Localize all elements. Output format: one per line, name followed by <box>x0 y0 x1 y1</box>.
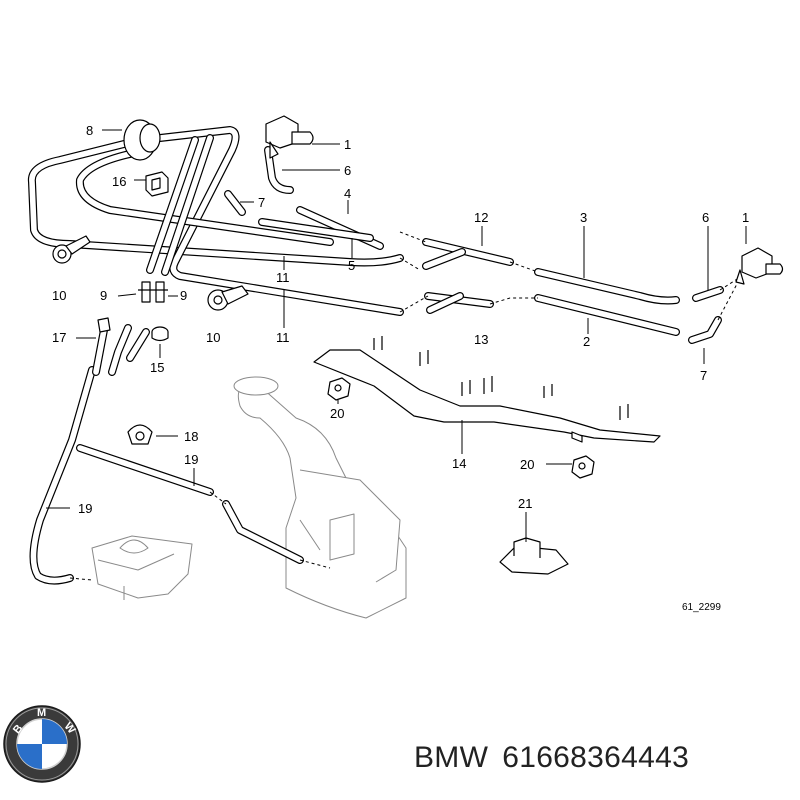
callout-7-top: 7 <box>258 195 265 210</box>
grommet-part-8 <box>123 119 161 161</box>
headlight-washer-bracket <box>91 535 193 600</box>
callout-16: 16 <box>112 174 126 189</box>
callout-1-right: 1 <box>742 210 749 225</box>
callout-10-right: 10 <box>206 330 220 345</box>
callout-19-mid: 19 <box>184 452 198 467</box>
brand-name: BMW <box>414 741 489 774</box>
callout-11-top: 11 <box>276 270 290 285</box>
washer-reservoir <box>233 376 407 619</box>
bracket-part-14 <box>313 336 661 443</box>
clip-part-16 <box>145 171 169 197</box>
callout-12: 12 <box>474 210 488 225</box>
bmw-logo: B M W <box>3 705 81 783</box>
callout-2: 2 <box>583 334 590 349</box>
grommet-part-21 <box>499 537 569 575</box>
callout-13: 13 <box>474 332 488 347</box>
footer-part-caption: BMW 61668364443 <box>414 741 689 775</box>
callout-1-top: 1 <box>344 137 351 152</box>
callout-15: 15 <box>150 360 164 375</box>
callout-20-right: 20 <box>520 457 534 472</box>
connector-part-9-pair <box>138 281 168 303</box>
callout-6-right: 6 <box>702 210 709 225</box>
connection-lines <box>69 231 743 581</box>
plug-part-18 <box>127 424 153 445</box>
logo-letter-m: M <box>37 707 46 719</box>
nut-part-20-left <box>327 377 351 401</box>
callout-11-bottom: 11 <box>276 330 290 345</box>
callout-9-right: 9 <box>180 288 187 303</box>
nut-part-20-right <box>571 455 595 479</box>
leader-lines <box>46 129 747 542</box>
clip-part-10-left <box>52 235 91 264</box>
diagram-reference-code: 61_2299 <box>682 602 721 613</box>
check-valve-part-1-top <box>265 115 314 159</box>
nozzle-part-17 <box>97 317 111 333</box>
clip-part-10-right <box>207 285 249 311</box>
callout-9-left: 9 <box>100 288 107 303</box>
callout-3: 3 <box>580 210 587 225</box>
callout-18: 18 <box>184 429 198 444</box>
callout-5: 5 <box>348 258 355 273</box>
callout-20-left: 20 <box>330 406 344 421</box>
callout-21: 21 <box>518 496 532 511</box>
callout-7-right: 7 <box>700 368 707 383</box>
cap-part-15 <box>151 326 169 342</box>
callout-14: 14 <box>452 456 466 471</box>
callout-labels: 1 6 4 7 5 12 3 6 1 2 7 8 16 10 9 9 10 11… <box>52 123 749 613</box>
callout-4: 4 <box>344 186 351 201</box>
hose-network <box>27 126 724 585</box>
callout-19-left: 19 <box>78 501 92 516</box>
check-valve-part-1-right <box>735 247 784 285</box>
part-number: 61668364443 <box>502 741 690 774</box>
callout-10-left: 10 <box>52 288 66 303</box>
callout-17: 17 <box>52 330 66 345</box>
callout-6-top: 6 <box>344 163 351 178</box>
callout-8: 8 <box>86 123 93 138</box>
